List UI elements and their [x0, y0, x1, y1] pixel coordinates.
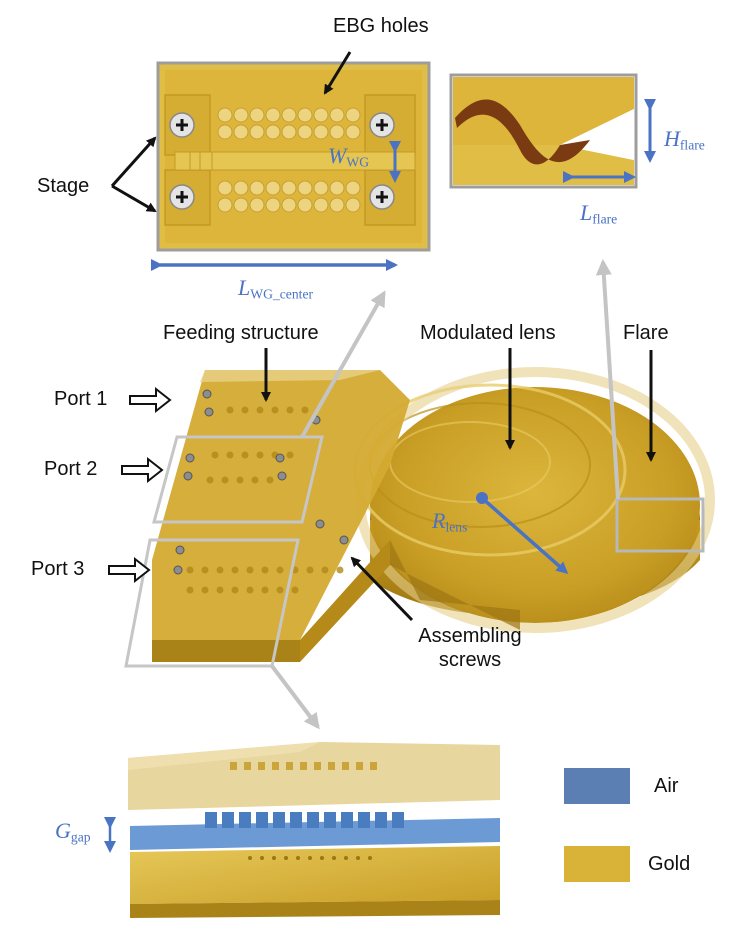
legend-label-air: Air — [654, 775, 679, 797]
callout-arrow-cross-section — [270, 664, 320, 730]
r-lens-label: Rlens — [432, 508, 468, 535]
antenna-assembly — [152, 367, 715, 662]
legend-swatch-gold — [564, 846, 630, 882]
port2-arrow-icon — [121, 456, 164, 484]
port-arrows — [108, 386, 172, 584]
r-lens-arrow — [480, 496, 569, 574]
modulated-lens — [370, 387, 700, 623]
inset-cross-section — [128, 742, 500, 918]
inset-waveguide-top-view — [156, 61, 431, 252]
callout-arrow-flare — [595, 259, 620, 500]
flare-frame — [615, 497, 705, 553]
w-wg-label: WWG — [328, 143, 370, 170]
ebg-holes-top — [217, 107, 361, 140]
flare-label: Flare — [623, 322, 669, 344]
ebg-holes-bottom — [217, 180, 361, 213]
feeding-structure-label: Feeding structure — [163, 322, 319, 344]
inset-flare — [449, 73, 638, 189]
ebg-holes-label: EBG holes — [333, 15, 429, 37]
callout-arrow-waveguide — [300, 290, 386, 438]
l-wg-center-label: LWG_center — [238, 275, 314, 302]
g-gap-label: Ggap — [55, 818, 91, 845]
port2-label: Port 2 — [44, 458, 98, 480]
modulated-lens-label: Modulated lens — [420, 322, 556, 344]
legend-label-gold: Gold — [648, 853, 691, 875]
port3-label: Port 3 — [31, 558, 85, 580]
l-flare-label: Lflare — [580, 200, 618, 227]
legend-swatch-air — [564, 768, 630, 804]
gold-base — [130, 846, 500, 904]
port1-arrow-icon — [129, 386, 172, 414]
screw-icons — [169, 112, 395, 210]
port1-label: Port 1 — [54, 388, 108, 410]
assembling-screws-label: Assembling screws — [418, 625, 522, 671]
h-flare-label: Hflare — [664, 126, 705, 153]
stage-label: Stage — [37, 175, 90, 197]
stage-pointer-top — [110, 136, 157, 188]
port3-arrow-icon — [108, 556, 151, 584]
ebg-holes-pointer — [323, 51, 352, 95]
assembling-screws-pointer — [350, 556, 414, 622]
stage-pointer-bottom — [111, 184, 157, 213]
assembling-screws — [173, 389, 349, 575]
port2-frame — [152, 435, 324, 524]
